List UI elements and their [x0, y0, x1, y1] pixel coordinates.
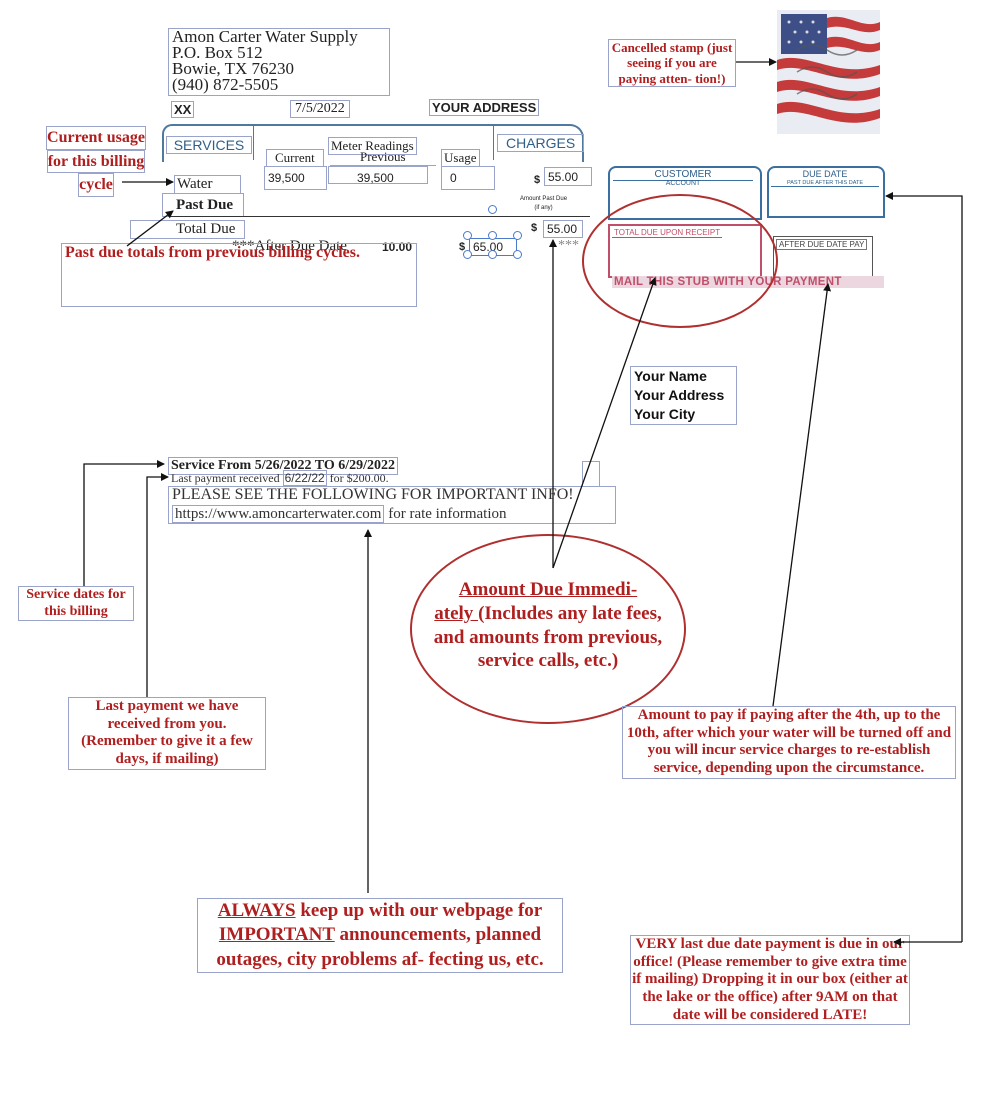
water-dollar-sign: $ — [534, 174, 541, 186]
amount-due-note: Amount Due Immedi- ately (Includes any l… — [428, 578, 668, 673]
last-payment-date: 6/22/22 — [282, 470, 327, 486]
your-name: Your Name — [634, 368, 707, 384]
last-payment-note: Last payment we have received from you. … — [68, 697, 266, 770]
customer-label: CUSTOMER — [613, 169, 753, 181]
current-usage-line-2: for this billing — [46, 149, 146, 174]
handle-tl[interactable] — [463, 231, 472, 240]
last-payment-line: Last payment received 6/22/22 for $200.0… — [171, 470, 389, 486]
handle-tr[interactable] — [513, 231, 522, 240]
very-last-due-note: VERY last due date payment is due in our… — [630, 935, 910, 1026]
selection-handles — [463, 205, 523, 261]
meter-readings-header: Meter Readings — [328, 137, 417, 155]
due-date-label: DUE DATE — [802, 169, 848, 179]
water-charge: 55.00 — [544, 167, 592, 186]
cancelled-stamp-note: Cancelled stamp (just seeing if you are … — [608, 39, 736, 87]
always-word: ALWAYS — [217, 900, 296, 921]
current-header: Current — [266, 149, 324, 167]
your-address-label: YOUR ADDRESS — [429, 99, 540, 116]
handle-tm[interactable] — [488, 231, 497, 240]
current-usage-line-1: Current usage — [46, 126, 146, 150]
important-word: IMPORTANT — [218, 924, 335, 946]
webpage-note: ALWAYS keep up with our webpage for IMPO… — [197, 898, 563, 973]
company-po-box: P.O. Box 512 — [172, 43, 263, 62]
after-due-stars: *** — [558, 238, 579, 253]
last-payment-prefix: Last payment received — [171, 471, 280, 485]
last-payment-amount: for $200.00. — [329, 471, 389, 485]
amount-due-title-1: Amount Due Immedi- — [458, 579, 638, 600]
webpage-text-end: announcements, planned outages, city pro… — [216, 924, 544, 970]
bill-date: 7/5/2022 — [290, 100, 350, 118]
company-city: Bowie, TX 76230 — [172, 59, 294, 78]
account-label: ACCOUNT — [665, 180, 701, 187]
services-table-header — [162, 124, 584, 162]
after-due-date-label: ***After Due Date — [232, 238, 347, 254]
past-due-rule — [170, 216, 590, 217]
amount-due-ellipse — [410, 534, 686, 724]
amount-due-details: (Includes any late fees, and amounts fro… — [433, 602, 663, 672]
after-4th-note: Amount to pay if paying after the 4th, u… — [622, 706, 956, 779]
webpage-text: keep up with our webpage for — [295, 900, 543, 921]
previous-header: Previous — [330, 149, 436, 166]
stub-ellipse — [582, 194, 778, 328]
website-link[interactable]: https://www.amoncarterwater.com — [172, 505, 385, 523]
website-line: https://www.amoncarterwater.com for rate… — [172, 505, 507, 523]
service-dates-note: Service dates for this billing — [18, 586, 134, 622]
service-label-box — [162, 193, 244, 217]
company-address-block: Amon Carter Water Supply P.O. Box 512 Bo… — [168, 28, 390, 96]
important-info-text: PLEASE SEE THE FOLLOWING FOR IMPORTANT I… — [172, 486, 574, 503]
water-usage: 0 — [441, 166, 495, 190]
arrow-after-due-pay — [772, 283, 832, 707]
current-usage-note: Current usage for this billing cycle — [32, 126, 160, 197]
customer-address-block: Your Name Your Address Your City — [630, 366, 737, 425]
handle-bm[interactable] — [488, 250, 497, 259]
water-label: Water — [174, 175, 242, 194]
total-due-label: Total Due — [130, 220, 245, 239]
company-phone: (940) 872-5505 — [172, 75, 279, 94]
company-name: Amon Carter Water Supply — [172, 27, 358, 46]
flag-stamp-icon — [777, 10, 880, 134]
after-due-date-pay-label: AFTER DUE DATE PAY — [776, 239, 868, 250]
current-usage-line-3: cycle — [78, 173, 114, 197]
rotate-handle[interactable] — [488, 205, 497, 214]
water-previous-reading: 39,500 — [328, 166, 428, 185]
after-due-dollar-sign: $ — [459, 241, 466, 253]
arrow-service-dates — [83, 460, 165, 586]
arrow-last-payment — [146, 473, 169, 697]
past-due-label: Past Due — [176, 197, 234, 213]
service-empty-box — [582, 461, 600, 487]
rate-info-text: for rate information — [388, 506, 507, 522]
arrow-due-date — [885, 192, 963, 942]
header-divider-1 — [253, 126, 254, 160]
amount-past-due-if-any: (if any) — [534, 205, 553, 211]
due-date-box — [767, 166, 885, 218]
your-city: Your City — [634, 406, 696, 422]
services-header: SERVICES — [166, 136, 252, 154]
header-divider-2 — [493, 126, 494, 160]
past-due-totals-note: Past due totals from previous billing cy… — [61, 243, 417, 307]
usage-header: Usage — [441, 149, 480, 167]
charges-header: CHARGES — [497, 134, 585, 152]
amount-past-due-text: Amount Past Due — [520, 196, 568, 202]
service-period: Service From 5/26/2022 TO 6/29/2022 — [168, 457, 398, 475]
your-address: Your Address — [634, 387, 725, 403]
handle-bl[interactable] — [463, 250, 472, 259]
total-dollar-sign: $ — [531, 222, 538, 234]
account-code: XX — [171, 101, 195, 118]
amount-due-title-2: ately — [434, 602, 479, 624]
handle-br[interactable] — [513, 250, 522, 259]
water-current-reading: 39,500 — [264, 166, 327, 190]
past-due-after-label: PAST DUE AFTER THIS DATE — [771, 180, 879, 187]
amount-past-due-label: Amount Past Due (if any) — [520, 195, 567, 213]
total-due-amount: 55.00 — [543, 220, 583, 238]
